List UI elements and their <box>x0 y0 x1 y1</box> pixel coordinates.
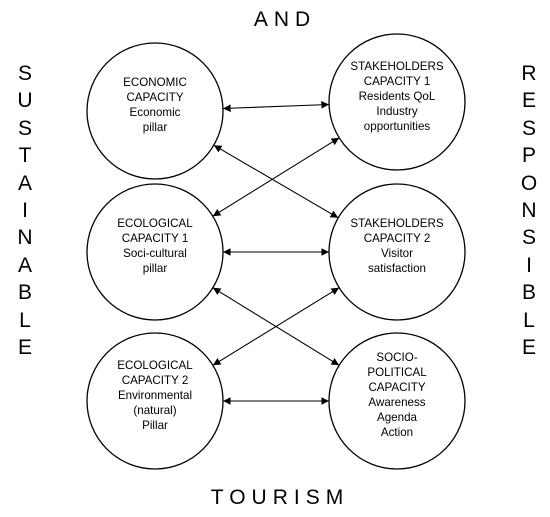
connector-economic-to-stakeholders-2 <box>213 144 339 219</box>
node-text-line: Industry <box>376 104 418 118</box>
node-text-line: pillar <box>142 262 168 275</box>
responsible-letter: E <box>521 335 536 359</box>
node-text-line: SOCIO- <box>376 351 418 364</box>
title-and: AND <box>253 8 317 31</box>
sustainable-letter: B <box>17 281 32 305</box>
node-text-line: CAPACITY 1 <box>363 74 431 88</box>
node-text-line: Agenda <box>377 411 417 424</box>
sustainable-letter: I <box>22 198 28 222</box>
responsible-letter: I <box>526 253 532 277</box>
responsible-letter: P <box>521 144 536 168</box>
connector-ecological-2-to-stakeholders-2 <box>212 287 340 366</box>
sustainable-letter: U <box>17 89 33 113</box>
node-text-line: ECONOMIC <box>123 76 187 89</box>
node-text-line: Action <box>380 426 414 439</box>
node-text-line: CAPACITY 1 <box>121 232 189 245</box>
connector-economic-to-stakeholders-1 <box>222 100 330 113</box>
sustainable-letter: N <box>17 226 33 250</box>
responsible-letter: S <box>521 226 536 250</box>
node-text-line: CAPACITY <box>126 91 184 104</box>
title-tourism: TOURISM <box>210 486 350 509</box>
connector-ecological-1-to-stakeholders-1 <box>212 137 340 217</box>
node-text-line: Environmental <box>117 388 193 402</box>
sustainable-letter: S <box>17 62 32 85</box>
sustainable-letter: S <box>17 116 32 140</box>
node-text-line: pillar <box>142 121 168 134</box>
sustainable-letter: A <box>17 171 32 195</box>
responsible-letter: N <box>521 198 537 222</box>
responsible-letter: S <box>521 116 536 140</box>
node-text-line: CAPACITY 2 <box>363 232 431 245</box>
node-text-line: POLITICAL <box>367 366 427 379</box>
node-text-line: opportunities <box>363 119 431 133</box>
node-text-line: STAKEHOLDERS <box>350 217 444 230</box>
responsible-letter: B <box>521 281 536 305</box>
responsible-letter: L <box>523 308 535 332</box>
node-text-line: Residents QoL <box>358 89 436 103</box>
sustainable-letter: E <box>17 335 32 359</box>
node-text-line: ECOLOGICAL <box>117 358 193 372</box>
node-circle-stakeholders-1 <box>328 33 466 171</box>
node-text-line: STAKEHOLDERS <box>350 59 444 73</box>
responsible-letter: E <box>521 89 536 113</box>
responsible-letter: R <box>521 62 537 85</box>
node-text-line: satisfaction <box>368 262 426 275</box>
node-text-line: Visitor <box>380 247 413 260</box>
sustainable-letter: L <box>19 308 31 332</box>
node-text-line: Awareness <box>368 396 426 409</box>
responsible-letter: O <box>520 171 538 195</box>
node-text-line: Soci-cultural <box>123 247 187 260</box>
node-text-line: ECOLOGICAL <box>117 217 193 230</box>
sustainable-letter: A <box>17 253 32 277</box>
node-text-line: CAPACITY 2 <box>121 373 189 387</box>
node-label-stakeholders-2: STAKEHOLDERS CAPACITY 2 Visitor satisfactio… <box>331 216 463 276</box>
sustainable-letter: T <box>18 144 32 168</box>
node-label-ecological-1: ECOLOGICAL CAPACITY 1 Soci-cultural pillar <box>89 216 221 276</box>
node-text-line: (natural) <box>133 403 177 417</box>
node-text-line: Economic <box>129 106 181 119</box>
node-label-economic: ECONOMIC CAPACITY Economic pillar <box>89 75 221 135</box>
node-text-line: CAPACITY <box>368 381 426 394</box>
node-text-line: Pillar <box>142 418 168 432</box>
